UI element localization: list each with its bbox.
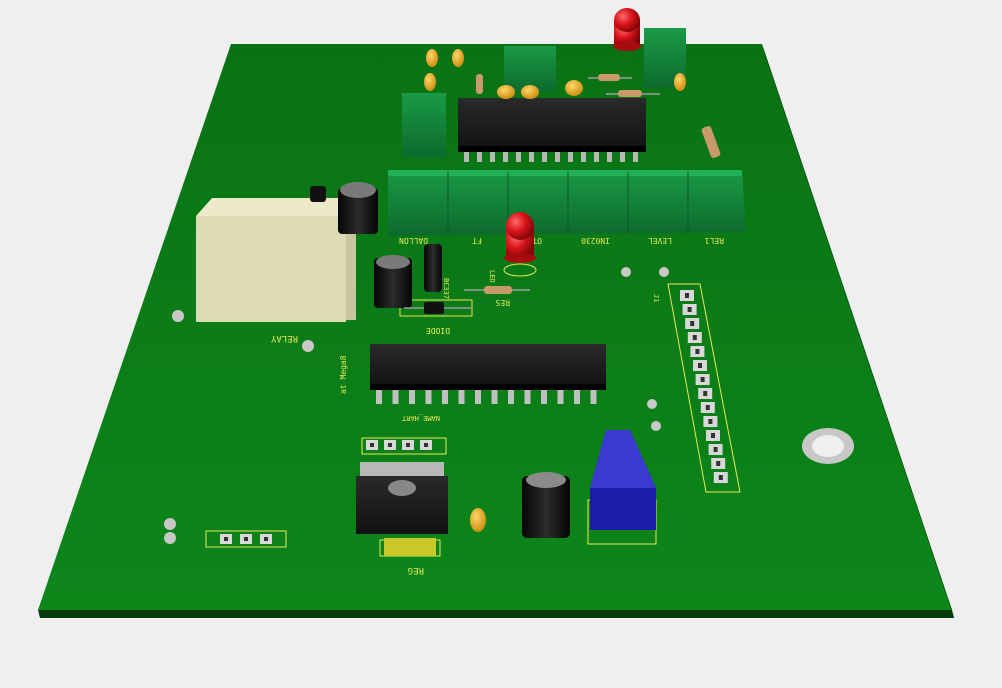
chip-pin	[392, 390, 399, 404]
top-green-connectors	[402, 28, 686, 157]
mount-hole-icon	[802, 428, 854, 464]
reg-header-outline	[361, 437, 447, 455]
header-pin-hole	[700, 377, 705, 382]
relay: RELAY	[196, 198, 356, 343]
chip-pin	[477, 152, 482, 162]
terminal-labels: DALLON FT OT IN0230 LEVEL REL1	[399, 236, 724, 245]
chip-pin	[557, 390, 564, 404]
voltage-regulator: REG	[356, 462, 448, 575]
chip-pin	[529, 152, 534, 162]
header-pin-hole	[718, 475, 723, 480]
chip-pin	[376, 390, 382, 404]
ceramic-caps	[424, 49, 686, 532]
chip-pin	[568, 152, 573, 162]
cap-small-left	[310, 186, 326, 202]
header-pin-hole	[716, 461, 721, 466]
j-label: J1	[652, 294, 660, 302]
header-pin-hole	[685, 293, 689, 298]
three-pin-header	[220, 534, 272, 544]
chip-pin	[458, 390, 465, 404]
chip-pin	[503, 152, 508, 162]
terminal-label: FT	[472, 236, 482, 245]
chip-pin	[464, 152, 469, 162]
header-pin-hole	[692, 335, 697, 340]
board-edge-right	[762, 44, 954, 618]
cap-bottom	[522, 472, 570, 538]
chip-pin	[633, 152, 638, 162]
terminal-label: DALLON	[399, 236, 428, 245]
chip-pin	[594, 152, 599, 162]
header-pin-hole	[703, 391, 708, 396]
resistor-center: RES	[464, 286, 530, 307]
chip-pin	[490, 152, 495, 162]
trimmer-potentiometer	[590, 430, 656, 530]
board-edge-front	[38, 610, 954, 618]
reg-header	[366, 440, 432, 450]
terminal-block	[388, 170, 746, 236]
terminal-label: OT	[532, 236, 542, 245]
chip-pin	[491, 390, 498, 404]
terminal-label: LEVEL	[648, 236, 672, 245]
pin-header-outline	[667, 283, 741, 493]
resistors-top	[476, 74, 721, 158]
terminal-label: REL1	[705, 236, 724, 245]
diode: DIODE	[404, 302, 472, 335]
terminal-label: IN0230	[581, 236, 610, 245]
header-pin-hole	[690, 321, 695, 326]
chip-pin	[475, 390, 481, 404]
chip-pin	[409, 390, 415, 404]
header-pin-hole	[687, 307, 692, 312]
reg-pads	[384, 538, 436, 556]
chip-pin	[516, 152, 521, 162]
transistor: BC337	[424, 244, 450, 299]
mcu-label: NAME_HART	[401, 414, 440, 422]
chip-pin	[442, 390, 448, 404]
three-pin-header-outline	[205, 530, 287, 548]
pin-header	[680, 290, 728, 483]
chip-pin	[508, 390, 514, 404]
chip-pin	[620, 152, 625, 162]
reg-label: REG	[408, 565, 424, 575]
chip-pin	[542, 152, 547, 162]
vias	[164, 267, 669, 544]
chip-pin	[581, 152, 586, 162]
mcu-chip: NAME_HART at Mega8	[339, 344, 606, 422]
chip-pin	[425, 390, 432, 404]
electrolytic-caps	[310, 182, 570, 538]
header-pin-hole	[695, 349, 700, 354]
diode-label: DIODE	[426, 326, 450, 335]
led-label: LED	[488, 270, 496, 283]
header-pin-hole	[705, 405, 710, 410]
led-top	[613, 8, 641, 51]
top-dip-chip	[458, 98, 646, 162]
atmega-label: at Mega8	[339, 355, 348, 394]
chip-pin	[541, 390, 547, 404]
cap-near-relay	[338, 182, 378, 234]
header-pin-hole	[708, 419, 713, 424]
chip-pin	[590, 390, 597, 404]
led-center: LED	[488, 212, 537, 283]
resistor-label: RES	[495, 298, 510, 307]
relay-label: RELAY	[270, 333, 298, 343]
transistor-label: BC337	[442, 278, 450, 299]
chip-pin	[555, 152, 560, 162]
cap-under-block	[374, 255, 412, 308]
chip-pin	[524, 390, 531, 404]
header-pin-hole	[713, 447, 718, 452]
header-pin-hole	[698, 363, 702, 368]
chip-pin	[607, 152, 612, 162]
header-pin-hole	[711, 433, 715, 438]
chip-pin	[574, 390, 580, 404]
